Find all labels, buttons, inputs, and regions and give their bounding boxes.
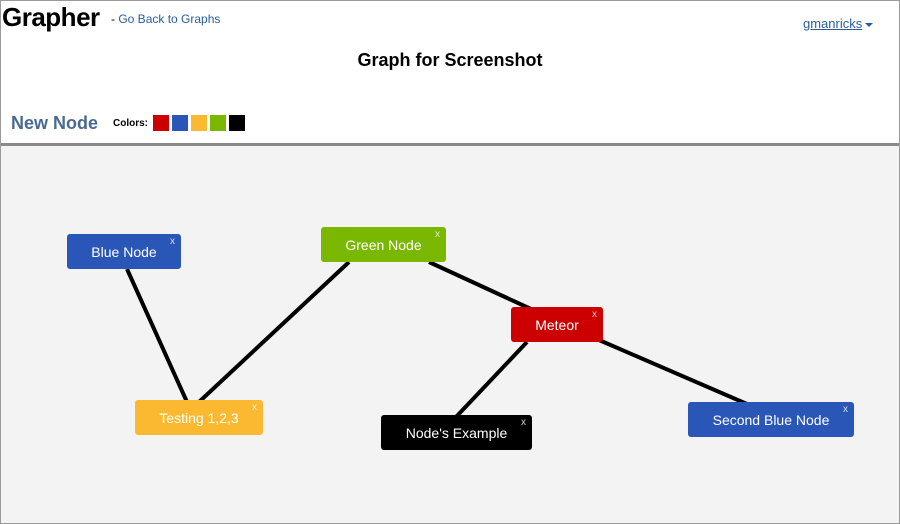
edge-blue-testing bbox=[125, 268, 189, 403]
graph-node-meteor[interactable]: Meteor x bbox=[511, 307, 603, 342]
graph-edges bbox=[125, 260, 748, 419]
node-label: Blue Node bbox=[91, 243, 157, 260]
graph-node-second-blue[interactable]: Second Blue Node x bbox=[688, 402, 854, 437]
page-title: Graph for Screenshot bbox=[357, 50, 543, 70]
close-icon[interactable]: x bbox=[252, 402, 257, 413]
color-swatch-black[interactable] bbox=[229, 115, 245, 131]
node-label: Second Blue Node bbox=[712, 411, 830, 428]
node-label: Green Node bbox=[345, 236, 422, 253]
graph-node-blue[interactable]: Blue Node x bbox=[67, 234, 181, 269]
color-swatch-blue[interactable] bbox=[172, 115, 188, 131]
edge-meteor-second-blue bbox=[598, 338, 748, 406]
close-icon[interactable]: x bbox=[843, 404, 848, 415]
back-nav: - Go Back to Graphs bbox=[111, 12, 220, 26]
close-icon[interactable]: x bbox=[435, 229, 440, 240]
color-swatches bbox=[153, 115, 245, 131]
node-label: Node's Example bbox=[405, 424, 508, 441]
edge-green-meteor bbox=[428, 260, 532, 311]
graph-node-green[interactable]: Green Node x bbox=[321, 227, 446, 262]
close-icon[interactable]: x bbox=[170, 236, 175, 247]
chevron-down-icon bbox=[865, 22, 874, 27]
color-swatch-orange[interactable] bbox=[191, 115, 207, 131]
app-title: Grapher bbox=[2, 2, 100, 32]
user-menu[interactable]: gmanricks bbox=[803, 16, 874, 32]
close-icon[interactable]: x bbox=[521, 417, 526, 428]
node-label: Meteor bbox=[535, 316, 579, 333]
color-swatch-green[interactable] bbox=[210, 115, 226, 131]
color-swatch-red[interactable] bbox=[153, 115, 169, 131]
username: gmanricks bbox=[803, 16, 863, 31]
graph-node-testing[interactable]: Testing 1,2,3 x bbox=[135, 400, 263, 435]
back-separator: - bbox=[111, 12, 119, 26]
new-node-button[interactable]: New Node bbox=[11, 113, 99, 133]
colors-label: Colors: bbox=[113, 118, 148, 129]
edge-meteor-nodes-example bbox=[454, 340, 529, 419]
node-label: Testing 1,2,3 bbox=[159, 409, 239, 426]
close-icon[interactable]: x bbox=[592, 309, 597, 320]
edge-testing-green bbox=[197, 260, 351, 404]
back-to-graphs-link[interactable]: Go Back to Graphs bbox=[118, 12, 221, 26]
graph-node-nodes-example[interactable]: Node's Example x bbox=[381, 415, 532, 450]
